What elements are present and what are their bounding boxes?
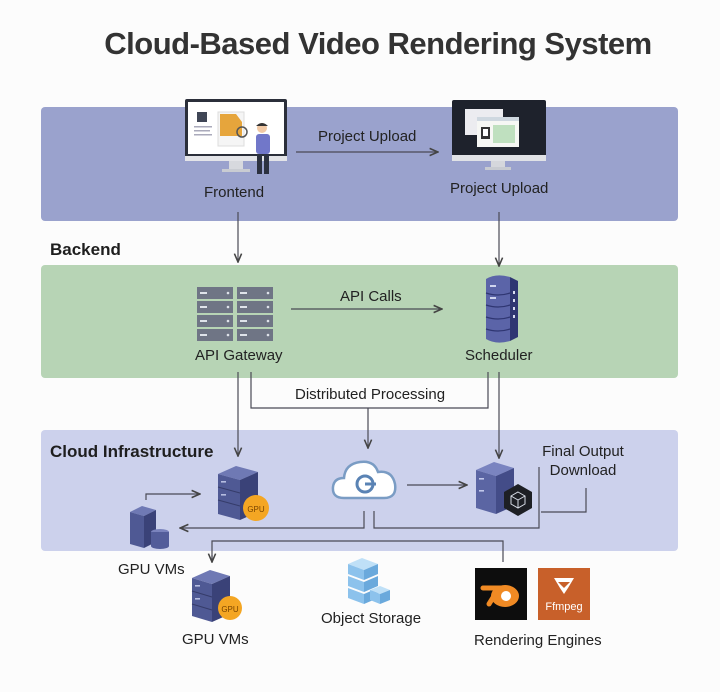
gpu-badge-outer: GPU [221, 605, 239, 614]
api-gateway-label: API Gateway [195, 347, 283, 364]
cloud-section-label: Cloud Infrastructure [50, 442, 214, 461]
blender-logo-icon [475, 568, 527, 625]
ffmpeg-text: Ffmpeg [545, 601, 582, 613]
gpu-vms-outer-label: GPU VMs [182, 631, 249, 648]
edge-label-api-calls: API Calls [340, 288, 402, 305]
server-tower-icon [482, 273, 520, 350]
frontend-label: Frontend [204, 184, 265, 201]
server-package-icon [474, 462, 536, 527]
monitor-windows-icon [451, 99, 547, 176]
ffmpeg-logo-icon: Ffmpeg [538, 568, 590, 625]
frontend-band [41, 107, 678, 221]
gpu-badge-top: GPU [247, 505, 265, 514]
final-output-download-label: Final Output Download [542, 443, 624, 479]
gpu-vms-inner-label: GPU VMs [118, 561, 185, 578]
edge-label-distributed-processing: Distributed Processing [295, 386, 446, 403]
scheduler-label: Scheduler [465, 347, 533, 364]
page-title: Cloud-Based Video Rendering System [104, 26, 652, 61]
gpu-server-icon: GPU [216, 466, 278, 527]
backend-band [41, 265, 678, 378]
server-database-icon [128, 506, 172, 555]
gpu-server-outer-icon: GPU [190, 570, 248, 629]
edge-label-project-upload: Project Upload [318, 128, 417, 145]
monitor-user-upload-icon [184, 98, 290, 183]
backend-section-label: Backend [50, 240, 121, 259]
cloud-icon [330, 454, 400, 509]
storage-stack-icon [346, 556, 392, 611]
rendering-engines-label: Rendering Engines [474, 632, 602, 649]
object-storage-label: Object Storage [321, 610, 422, 627]
server-rack-icon [197, 287, 275, 348]
project-upload-label: Project Upload [450, 180, 549, 197]
